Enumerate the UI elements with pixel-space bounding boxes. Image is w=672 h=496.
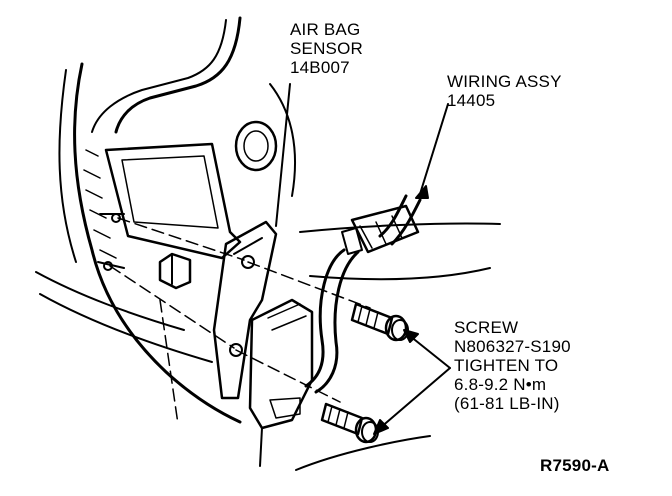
body-panel <box>35 16 501 471</box>
screw-lower <box>320 402 379 444</box>
wiring-assy-label-line1: WIRING ASSY <box>447 72 562 91</box>
screw-part-number: N806327-S190 <box>454 337 571 356</box>
figure-id: R7590-A <box>540 456 610 475</box>
mounting-bracket <box>97 142 242 290</box>
airbag-sensor-label: AIR BAG SENSOR 14B007 <box>290 20 363 77</box>
airbag-sensor-label-line2: SENSOR <box>290 39 363 58</box>
screw-torque-metric: 6.8-9.2 N•m <box>454 375 547 394</box>
wiring-assy-label: WIRING ASSY 14405 <box>447 72 562 110</box>
screw-torque-imperial: (61-81 LB-IN) <box>454 394 560 413</box>
access-hole <box>234 120 278 172</box>
wiring-harness <box>304 103 449 394</box>
screw-leaders <box>373 329 451 435</box>
screw-torque-heading: TIGHTEN TO <box>454 356 559 375</box>
airbag-sensor-label-line1: AIR BAG <box>290 20 361 39</box>
screw-label-line1: SCREW <box>454 318 519 337</box>
airbag-sensor <box>212 83 314 467</box>
wiring-assy-part-number: 14405 <box>447 91 496 110</box>
screw-label: SCREW N806327-S190 TIGHTEN TO 6.8-9.2 N•… <box>454 318 571 413</box>
screw-upper <box>350 302 409 342</box>
airbag-sensor-part-number: 14B007 <box>290 58 350 77</box>
